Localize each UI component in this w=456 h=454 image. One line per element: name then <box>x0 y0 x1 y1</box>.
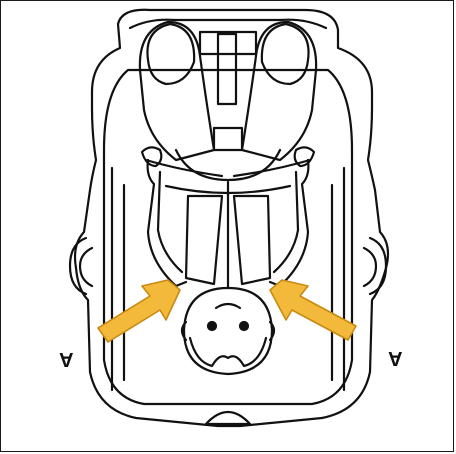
hand-left <box>142 147 161 166</box>
leg-left <box>140 22 214 160</box>
harness-arrow-left-icon <box>98 280 180 342</box>
shoulder-strap-left <box>186 196 222 284</box>
eye-right <box>240 322 248 330</box>
pelvis <box>176 150 280 180</box>
seat-shell <box>75 10 388 426</box>
shoulder-strap-right <box>234 196 270 284</box>
eye-left <box>208 322 216 330</box>
side-bump-left-inner <box>80 248 92 286</box>
arm-left <box>148 160 186 286</box>
foot-right <box>262 24 309 84</box>
mouth <box>216 304 240 308</box>
side-bump-right-inner <box>364 248 376 286</box>
marker-label-left: A <box>59 349 73 369</box>
headrest-top <box>130 20 326 28</box>
arm-right <box>270 160 308 286</box>
headrest-slot <box>200 32 256 54</box>
crotch-buckle <box>214 128 242 150</box>
head <box>184 288 272 374</box>
leg-right <box>242 22 316 160</box>
base-handle <box>206 412 250 424</box>
hair <box>190 338 266 366</box>
marker-label-right: A <box>388 348 402 368</box>
hand-right <box>295 147 314 166</box>
side-bump-left <box>70 238 86 294</box>
side-bump-right <box>370 238 386 294</box>
foot-left <box>147 24 194 84</box>
